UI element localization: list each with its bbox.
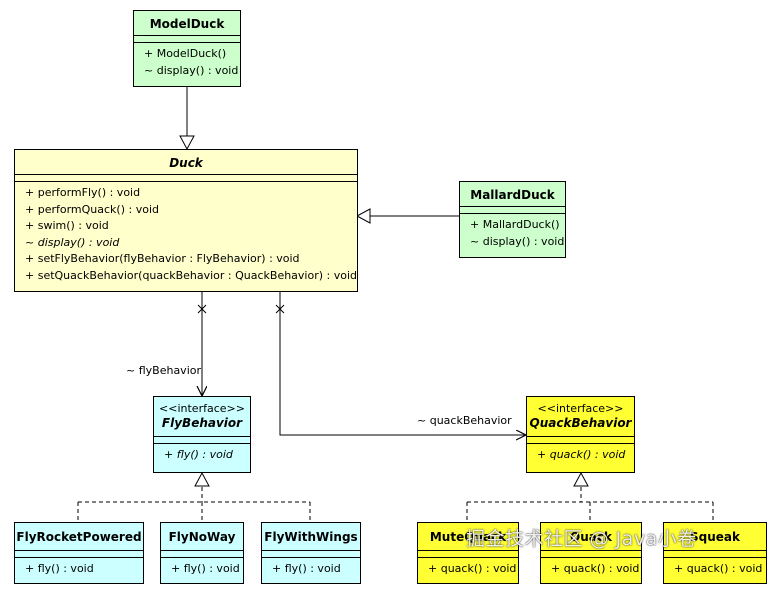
watermark: 掘金技术社区 @ Java小卷: [466, 528, 697, 550]
operation: ~ display() : void: [470, 234, 565, 248]
operation: + swim() : void: [25, 219, 109, 232]
stereotype: <<interface>>: [537, 402, 624, 415]
class-flywithwings[interactable]: FlyWithWings + fly() : void: [261, 522, 361, 584]
class-name: FlyBehavior: [161, 416, 243, 430]
operation: + ModelDuck(): [144, 47, 227, 60]
class-quack[interactable]: Quack + quack() : void: [540, 522, 642, 584]
operations-compartment: + MallardDuck() ~ display() : void: [460, 214, 565, 250]
attributes-compartment: [15, 175, 357, 182]
operation: + performFly() : void: [25, 186, 141, 199]
operation: + quack() : void: [674, 562, 763, 575]
class-flyrocketpowered[interactable]: FlyRocketPowered + fly() : void: [14, 522, 144, 584]
operation: + quack() : void: [537, 448, 626, 461]
operations-compartment: + fly() : void: [161, 558, 243, 578]
class-name: Duck: [169, 156, 203, 170]
class-name: MuteQuack: [429, 530, 507, 544]
class-flynoway[interactable]: FlyNoWay + fly() : void: [160, 522, 244, 584]
operations-compartment: + quack() : void: [664, 558, 766, 578]
role-label-quackbehavior: ~ quackBehavior: [417, 414, 512, 427]
interface-quackbehavior[interactable]: <<interface>> QuackBehavior + quack() : …: [526, 396, 635, 473]
class-name: MallardDuck: [470, 188, 555, 202]
class-modelduck[interactable]: ModelDuck + ModelDuck() ~ display() : vo…: [133, 10, 241, 87]
operations-compartment: + fly() : void: [15, 558, 143, 578]
interface-flybehavior[interactable]: <<interface>> FlyBehavior + fly() : void: [153, 396, 251, 473]
operations-compartment: + fly() : void: [262, 558, 360, 578]
class-name: Quack: [570, 530, 612, 544]
operation-abstract: ~ display() : void: [25, 235, 120, 249]
class-mallardduck[interactable]: MallardDuck + MallardDuck() ~ display() …: [459, 181, 566, 258]
attributes-compartment: [418, 551, 518, 558]
association-duck-quackbehavior: [275, 292, 526, 435]
attributes-compartment: [262, 551, 360, 558]
realization-flybehavior: [77, 487, 311, 522]
class-name: FlyRocketPowered: [16, 530, 142, 544]
attributes-compartment: [15, 551, 143, 558]
operations-compartment: + quack() : void: [527, 444, 634, 464]
operation: + fly() : void: [272, 562, 341, 575]
realization-quackbehavior: [466, 487, 714, 522]
operation: + quack() : void: [428, 562, 517, 575]
attributes-compartment: [154, 437, 250, 444]
operation: + fly() : void: [164, 448, 233, 461]
attributes-compartment: [134, 36, 240, 43]
operation: + fly() : void: [25, 562, 94, 575]
attributes-compartment: [664, 551, 766, 558]
operation: + setFlyBehavior(flyBehavior : FlyBehavi…: [25, 252, 300, 265]
operation: + performQuack() : void: [25, 202, 159, 216]
generalization-modelduck-duck: [179, 87, 195, 151]
role-label-flybehavior: ~ flyBehavior: [126, 364, 201, 377]
operation: ~ display() : void: [144, 63, 239, 77]
class-name: Squeak: [690, 530, 740, 544]
operation: + quack() : void: [551, 562, 640, 575]
realization-flybehavior-head: [194, 471, 210, 487]
attributes-compartment: [161, 551, 243, 558]
operations-compartment: + quack() : void: [541, 558, 641, 578]
operation: + setQuackBehavior(quackBehavior : Quack…: [25, 268, 358, 282]
association-duck-flybehavior: [198, 292, 206, 396]
class-mutequack[interactable]: MuteQuack + quack() : void: [417, 522, 519, 584]
operations-compartment: + fly() : void: [154, 444, 250, 464]
class-name: QuackBehavior: [529, 416, 632, 430]
operation: + fly() : void: [171, 562, 240, 575]
operations-compartment: + performFly() : void + performQuack() :…: [15, 182, 357, 284]
generalization-mallardduck-duck: [355, 208, 459, 224]
attributes-compartment: [541, 551, 641, 558]
class-squeak[interactable]: Squeak + quack() : void: [663, 522, 767, 584]
attributes-compartment: [527, 437, 634, 444]
class-name: FlyNoWay: [168, 530, 236, 544]
realization-quackbehavior-head: [573, 471, 589, 487]
operations-compartment: + ModelDuck() ~ display() : void: [134, 43, 240, 79]
class-name: FlyWithWings: [264, 530, 358, 544]
class-name: ModelDuck: [149, 17, 225, 31]
operation: + MallardDuck(): [470, 218, 560, 231]
class-duck[interactable]: Duck + performFly() : void + performQuac…: [14, 149, 358, 292]
operations-compartment: + quack() : void: [418, 558, 518, 578]
stereotype: <<interface>>: [159, 402, 245, 415]
attributes-compartment: [460, 207, 565, 214]
